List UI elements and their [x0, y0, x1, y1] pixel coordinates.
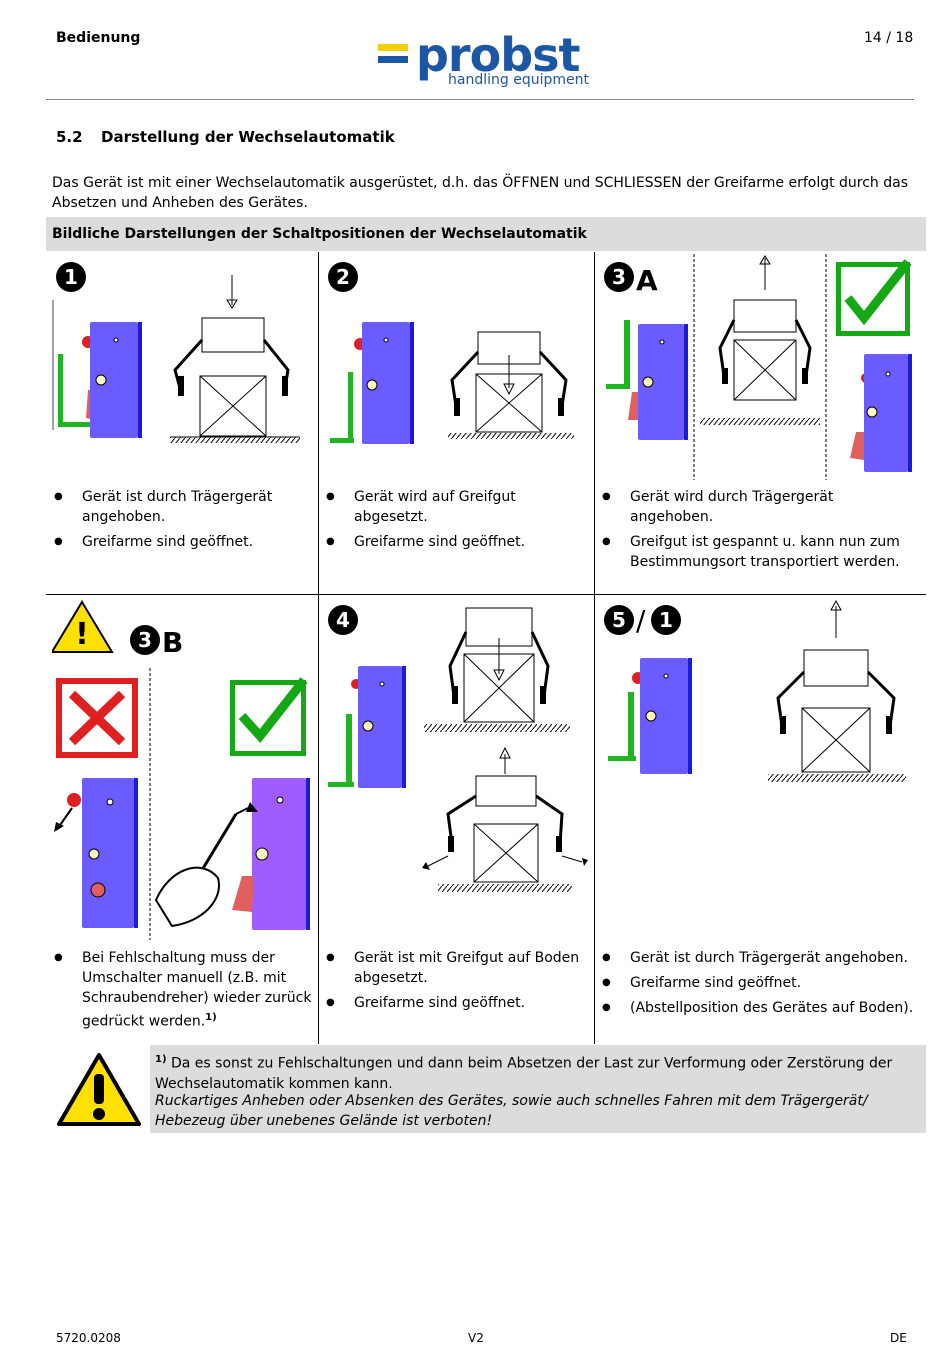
step-suffix-b: B [162, 626, 184, 659]
intro-paragraph: Das Gerät ist mit einer Wechselautomatik… [52, 175, 909, 211]
step-badge-1: 1 [56, 262, 86, 292]
step-badge-1: 1 [651, 605, 681, 635]
list-item: Greifarme sind geöffnet. [326, 993, 592, 1013]
step-badge-3: 3 [130, 625, 160, 655]
step-badge-3: 3 [604, 262, 634, 292]
header-section: Bedienung [56, 30, 141, 46]
note-text: 1) Da es sonst zu Fehlschaltungen und da… [155, 1054, 893, 1092]
bullet-list-step-3a: Gerät wird durch Trägergerät angehoben. … [602, 487, 920, 577]
table-divider [594, 594, 595, 1044]
logo-bar-yellow [378, 44, 408, 51]
step-slash: / [636, 604, 646, 637]
table-divider [594, 252, 595, 594]
doc-number: 5720.0208 [56, 1331, 121, 1345]
list-item: Gerät ist mit Greifgut auf Boden abgeset… [326, 948, 592, 988]
bullet-list-step-4: Gerät ist mit Greifgut auf Boden abgeset… [326, 948, 592, 1018]
step-suffix-a: A [636, 264, 658, 297]
list-item: Gerät wird durch Trägergerät angehoben. [602, 487, 920, 527]
step-badge-4: 4 [328, 605, 358, 635]
list-item: (Abstellposition des Gerätes auf Boden). [602, 998, 920, 1018]
list-item: Bei Fehlschaltung muss der Umschalter ma… [54, 948, 316, 1032]
bullet-list-step-2: Gerät wird auf Greifgut abgesetzt. Greif… [326, 487, 592, 557]
svg-text:!: ! [75, 617, 89, 652]
list-item: Greifarme sind geöffnet. [602, 973, 920, 993]
illustration-step-1 [52, 275, 300, 443]
list-item: Greifgut ist gespannt u. kann nun zum Be… [602, 532, 920, 572]
step-badge-5: 5 [604, 605, 634, 635]
logo-brand: probst [416, 28, 581, 82]
warning-icon [52, 600, 114, 653]
illustration-step-3a [606, 254, 912, 480]
footnote-mark: 1) [155, 1054, 167, 1065]
illustration-step-5 [608, 599, 906, 782]
warning-icon [57, 1053, 141, 1126]
list-item: Gerät ist durch Trägergerät angehoben. [54, 487, 314, 527]
section-number: 5.2 [56, 128, 83, 146]
header-divider [46, 99, 914, 100]
warning-note: 1) Da es sonst zu Fehlschaltungen und da… [150, 1045, 926, 1133]
illustration-step-3b: ! [52, 600, 310, 940]
logo-bar-blue [378, 56, 408, 63]
bullet-list-step-3b: Bei Fehlschaltung muss der Umschalter ma… [54, 948, 316, 1037]
section-title: Darstellung der Wechselautomatik [101, 128, 395, 146]
language: DE [890, 1331, 907, 1345]
list-item: Gerät wird auf Greifgut abgesetzt. [326, 487, 592, 527]
probst-logo: probst handling equipment [378, 28, 598, 96]
bullet-list-step-5: Gerät ist durch Trägergerät angehoben. G… [602, 948, 920, 1023]
table-heading: Bildliche Darstellungen der Schaltpositi… [46, 217, 926, 251]
bullet-list-step-1: Gerät ist durch Trägergerät angehoben. G… [54, 487, 314, 557]
footnote-mark: 1) [205, 1012, 217, 1023]
step-badge-2: 2 [328, 262, 358, 292]
logo-tagline: handling equipment [448, 72, 589, 88]
illustration-step-2 [330, 322, 574, 444]
table-divider [46, 594, 926, 595]
list-item: Gerät ist durch Trägergerät angehoben. [602, 948, 920, 968]
table-divider [318, 252, 319, 594]
table-divider [318, 594, 319, 1044]
note-italic: Ruckartiges Anheben oder Absenken des Ge… [155, 1093, 868, 1129]
version: V2 [468, 1331, 484, 1345]
page-number: 14 / 18 [864, 30, 914, 46]
illustration-step-4 [328, 607, 588, 892]
list-item: Greifarme sind geöffnet. [54, 532, 314, 552]
list-item: Greifarme sind geöffnet. [326, 532, 592, 552]
